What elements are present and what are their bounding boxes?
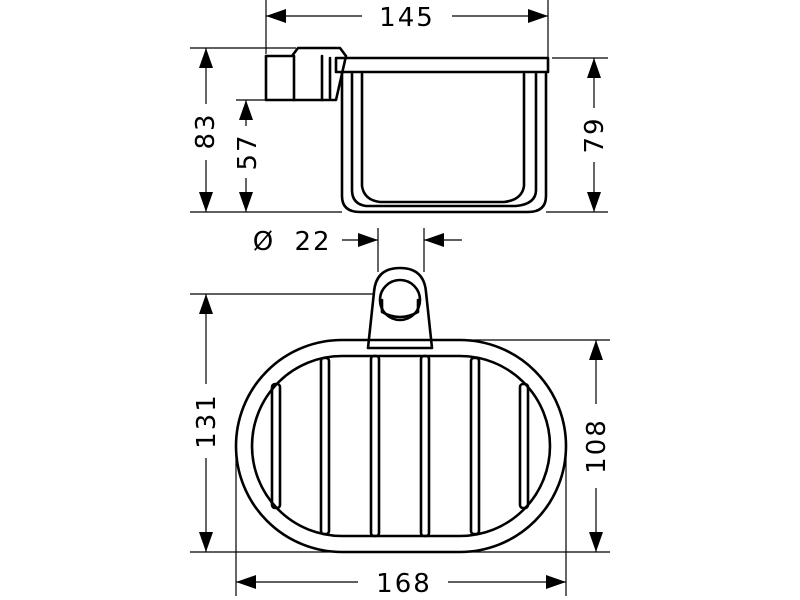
dim-label-79: 79	[580, 116, 610, 153]
side-clamp	[264, 46, 348, 102]
plan-view	[234, 266, 568, 554]
dim-label-57: 57	[233, 133, 263, 170]
dimension-pipe-diameter: Ø 22	[253, 227, 462, 272]
dim-label-22: 22	[294, 227, 331, 257]
dim-label-168: 168	[376, 569, 432, 599]
dim-label-145: 145	[379, 3, 435, 33]
dim-label-108: 108	[582, 418, 612, 474]
side-elevation-view	[264, 46, 550, 214]
plan-bars	[270, 354, 530, 538]
dimension-overall-width: 168	[235, 446, 567, 599]
side-basket	[334, 56, 550, 214]
dim-label-131: 131	[192, 393, 222, 449]
diameter-symbol: Ø	[253, 227, 275, 257]
dimension-basket-depth: 108	[432, 339, 612, 553]
dimension-top-width: 145	[265, 0, 549, 58]
plan-basket	[234, 338, 568, 554]
plan-clamp	[366, 266, 434, 350]
dimension-holder-height: 57	[233, 99, 266, 212]
dim-label-83: 83	[191, 112, 221, 149]
dimension-basket-height: 79	[546, 57, 610, 213]
dimension-plan-depth: 131	[190, 293, 374, 553]
dimension-overall-height: 83	[190, 47, 342, 213]
